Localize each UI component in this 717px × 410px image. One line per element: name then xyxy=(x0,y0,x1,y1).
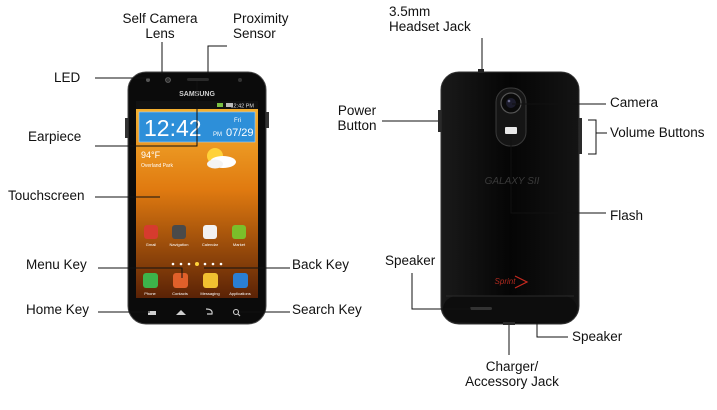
carrier-swoosh-icon xyxy=(514,275,529,289)
battery-icon xyxy=(226,103,233,107)
home-key-icon[interactable] xyxy=(176,310,186,315)
label-led: LED xyxy=(54,70,81,85)
leader-lines xyxy=(95,38,607,355)
power-button[interactable] xyxy=(438,110,441,132)
leader-earpiece xyxy=(95,81,198,147)
side-button-right xyxy=(266,112,269,128)
clock-date: 07/29 xyxy=(226,127,254,139)
messaging-app-icon[interactable] xyxy=(203,273,218,288)
clock-ampm: PM xyxy=(213,132,222,138)
app-icons-row: Gmail Navigation Calendar Market xyxy=(144,225,246,247)
flash-icon xyxy=(505,127,517,134)
earpiece-slot xyxy=(187,78,209,81)
dock-label-contacts: Contacts xyxy=(172,291,188,296)
app-label-calendar: Calendar xyxy=(202,242,219,247)
label-home-key: Home Key xyxy=(26,302,90,317)
weather-temp: 94°F xyxy=(141,150,161,160)
label-search-key: Search Key xyxy=(292,302,362,317)
clock-day: Fri xyxy=(234,118,241,124)
app-label-gmail: Gmail xyxy=(146,242,157,247)
dock-label-phone: Phone xyxy=(144,291,156,296)
dock-label-applications: Applications xyxy=(229,291,251,296)
self-camera-lens-icon xyxy=(165,77,171,83)
label-proximity-sensor: Proximity Sensor xyxy=(233,11,289,41)
label-headset-jack: 3.5mm Headset Jack xyxy=(389,4,471,34)
contacts-app-icon[interactable] xyxy=(173,273,188,288)
label-volume-buttons: Volume Buttons xyxy=(610,125,705,140)
phone-app-icon[interactable] xyxy=(143,273,158,288)
back-carrier-logo: Sprint xyxy=(495,277,517,286)
gmail-app-icon[interactable] xyxy=(144,225,158,239)
label-touchscreen: Touchscreen xyxy=(8,188,85,203)
menu-key-icon[interactable] xyxy=(148,311,156,315)
search-key-icon[interactable] xyxy=(232,308,241,317)
weather-location: Overland Park xyxy=(141,163,173,169)
led-indicator xyxy=(146,78,150,82)
back-model-logo: GALAXY SII xyxy=(485,176,540,187)
label-earpiece: Earpiece xyxy=(28,129,82,144)
weather-sun-cloud-icon xyxy=(207,148,236,169)
dock-row: Phone Contacts Messaging Applications xyxy=(143,273,251,296)
clock-time: 12:42 xyxy=(144,115,202,141)
label-flash: Flash xyxy=(610,208,644,223)
volume-buttons[interactable] xyxy=(579,118,582,154)
dock-label-messaging: Messaging xyxy=(200,291,219,296)
leader-menu-key xyxy=(98,267,183,278)
proximity-sensor-icon xyxy=(238,78,242,82)
leader-proximity xyxy=(207,45,227,74)
leader-flash xyxy=(510,135,606,214)
navigation-app-icon[interactable] xyxy=(172,225,186,239)
label-camera: Camera xyxy=(610,95,659,110)
leader-speaker-left xyxy=(411,273,471,310)
leader-speaker-bottom xyxy=(536,323,568,338)
label-power-button: Power Button xyxy=(337,103,377,133)
charger-port xyxy=(503,322,515,325)
app-label-market: Market xyxy=(233,242,246,247)
label-charger-jack: Charger/ Accessory Jack xyxy=(465,359,559,389)
signal-icon xyxy=(217,103,223,107)
label-back-key: Back Key xyxy=(292,257,350,272)
status-time: 12:42 PM xyxy=(230,104,254,110)
label-self-camera-lens: Self Camera Lens xyxy=(122,11,198,41)
calendar-app-icon[interactable] xyxy=(203,225,217,239)
back-key-icon[interactable] xyxy=(205,308,213,315)
back-bottom-cover xyxy=(443,296,577,322)
speaker-grille xyxy=(470,307,492,310)
market-app-icon[interactable] xyxy=(232,225,246,239)
back-phone: GALAXY SII Sprint xyxy=(438,69,582,325)
label-menu-key: Menu Key xyxy=(26,257,87,272)
label-speaker-bottom: Speaker xyxy=(572,329,623,344)
app-label-navigation: Navigation xyxy=(170,242,189,247)
page-indicator xyxy=(171,262,223,266)
applications-app-icon[interactable] xyxy=(233,273,248,288)
leader-volume-bracket xyxy=(588,119,597,155)
label-speaker-left: Speaker xyxy=(385,253,436,268)
side-button-left xyxy=(125,118,128,138)
headset-jack xyxy=(478,69,484,73)
